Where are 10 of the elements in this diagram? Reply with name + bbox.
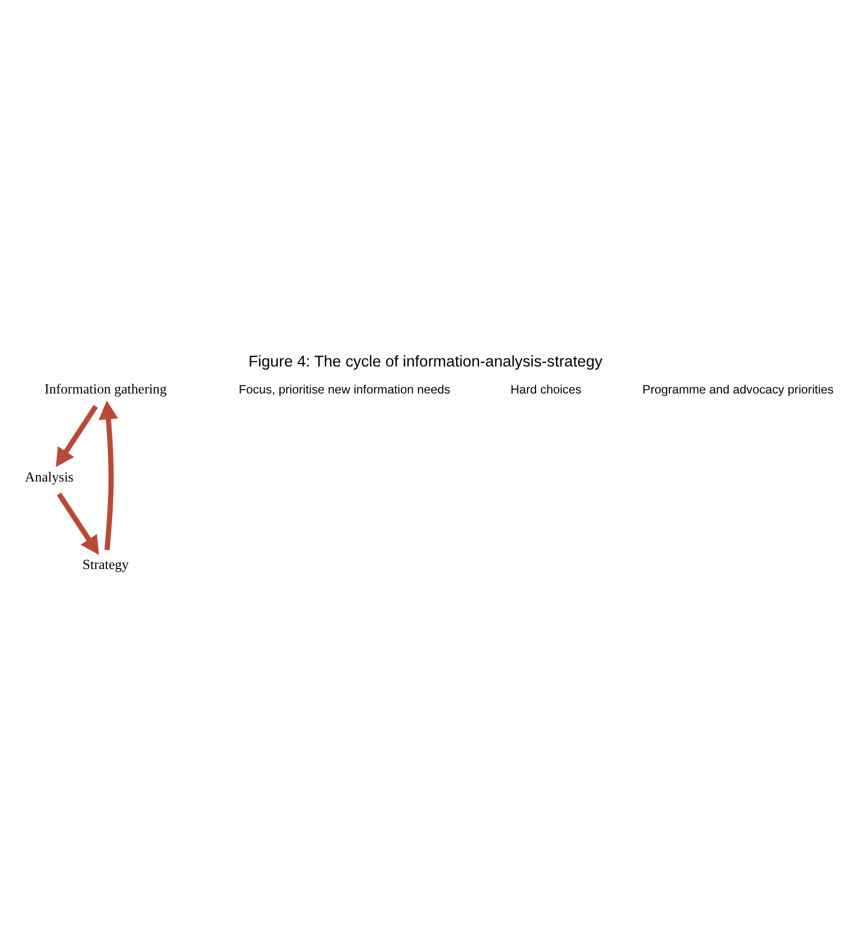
label: Programme and advocacy priorities <box>642 382 834 397</box>
node-text: Analysis <box>24 470 74 486</box>
label: Hard choices <box>510 382 582 397</box>
arrow <box>56 492 99 555</box>
node-text: Information gathering <box>44 382 167 398</box>
arrow <box>56 404 98 468</box>
diagram-title: Figure 4: The cycle of information-analysis-strategy <box>248 353 603 370</box>
node-text: Strategy <box>82 558 129 574</box>
arrow <box>98 400 118 550</box>
label: Focus, prioritise new information needs <box>238 382 450 397</box>
